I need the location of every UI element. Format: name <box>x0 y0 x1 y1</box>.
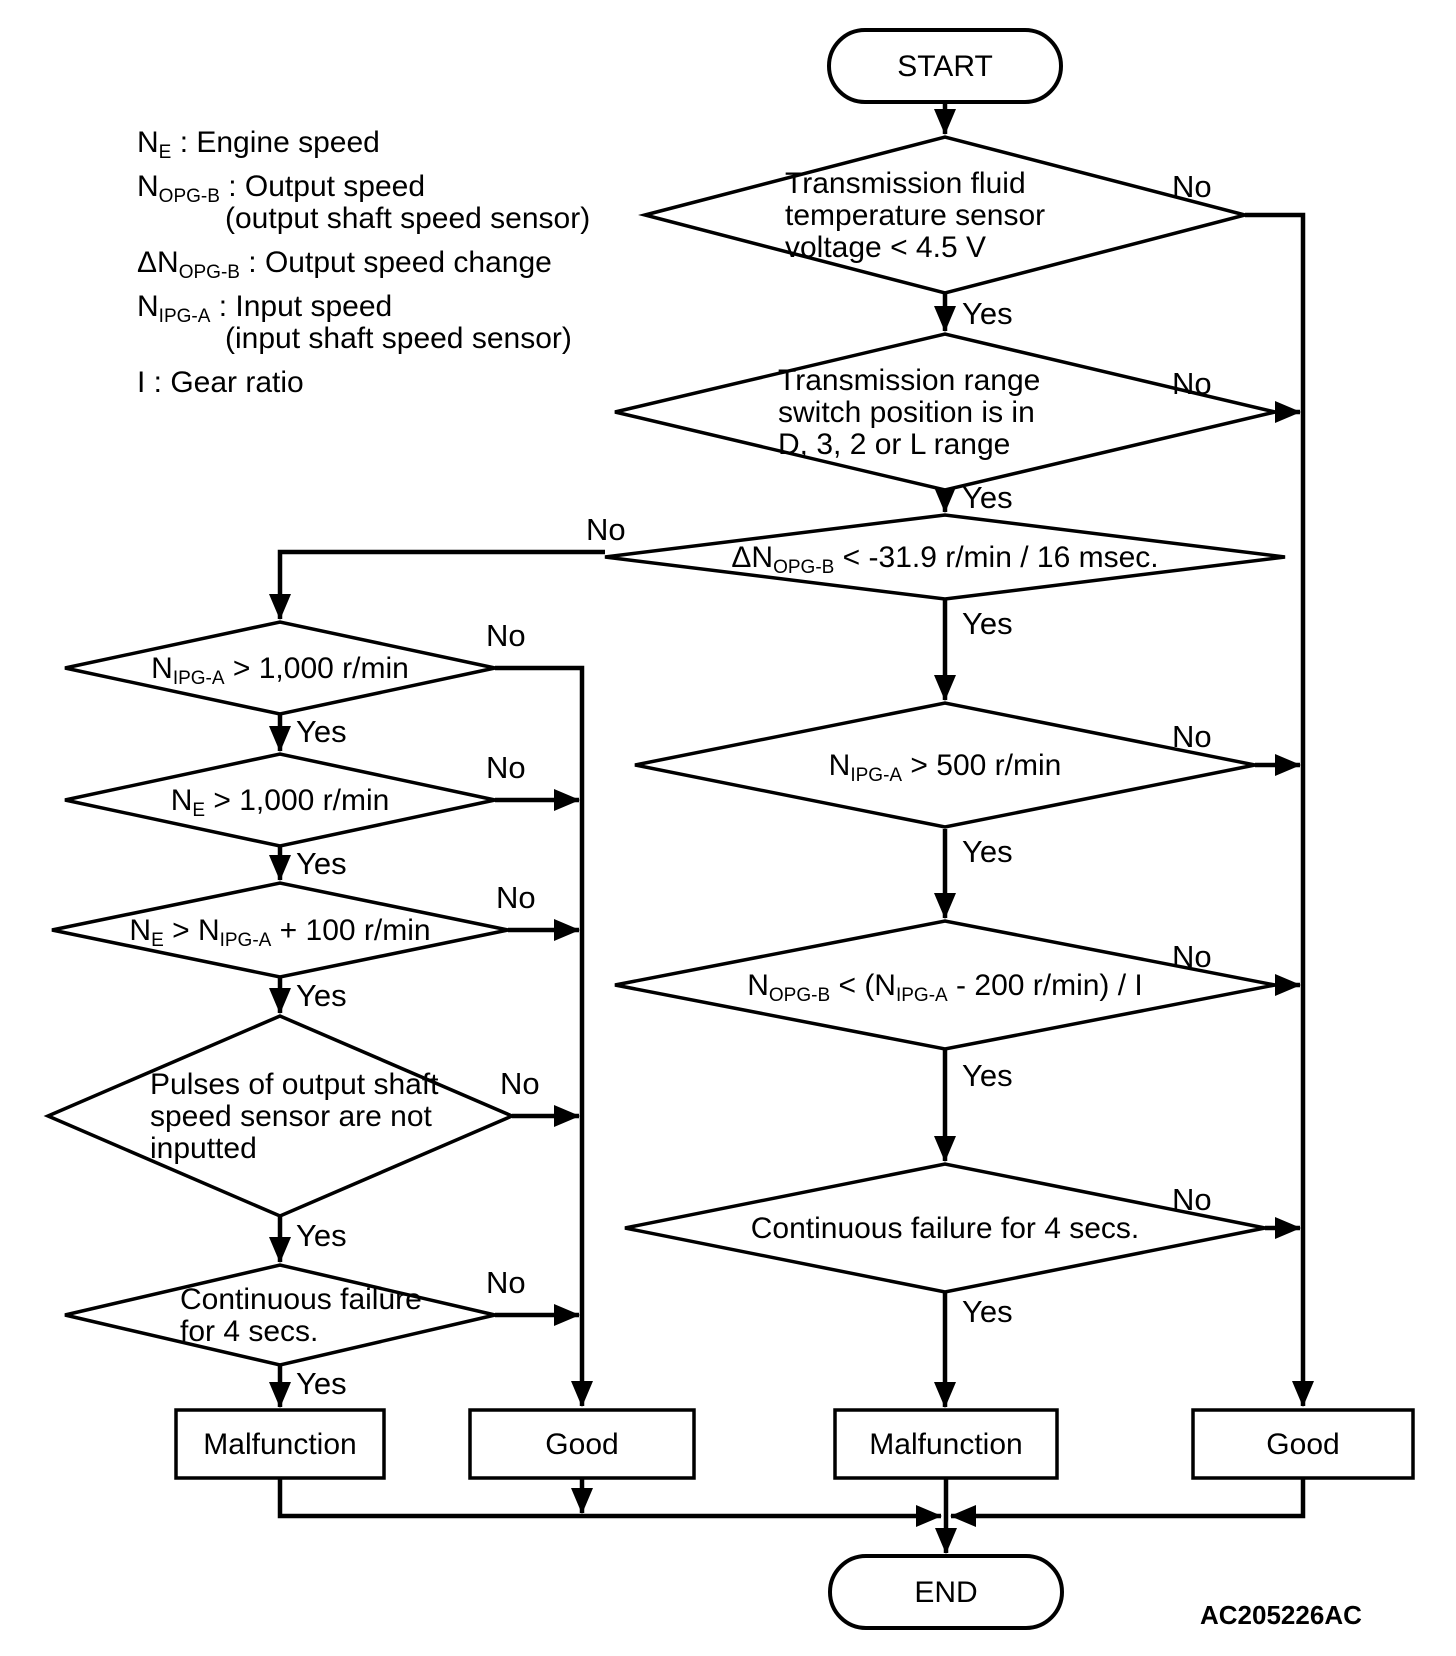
decision-pulses-not-inputted-label: speed sensor are not <box>150 1100 433 1133</box>
decision-continuous-failure-right-diamond <box>624 1162 1266 1294</box>
decision-continuous-failure-left-label: Continuous failure <box>180 1283 422 1316</box>
label-yes-l1: Yes <box>296 714 347 749</box>
decision-input-speed-1000-label: NIPG-A > 1,000 r/min <box>151 652 409 689</box>
decision-engine-vs-input-label: NE > NIPG-A + 100 r/min <box>129 914 430 951</box>
node-result-malfunction-right: Malfunction <box>833 1408 1059 1480</box>
node-result-malfunction-left: Malfunction <box>174 1408 386 1480</box>
decision-range-switch-label: Transmission range <box>778 364 1040 397</box>
decision-pulses-not-inputted-label: inputted <box>150 1132 257 1165</box>
figure-code: AC205226AC <box>1200 1600 1362 1630</box>
decision-input-speed-1000-diamond <box>64 620 496 716</box>
label-no-l2: No <box>486 750 526 785</box>
node-start: START <box>827 28 1063 104</box>
node-end: END <box>828 1554 1064 1630</box>
legend-nopgb: NOPG-B : Output speed <box>137 170 425 207</box>
node-decision-engine-speed-1000: NE > 1,000 r/min <box>64 752 496 848</box>
label-no-d2: No <box>1172 366 1212 401</box>
label-yes-d5: Yes <box>962 1058 1013 1093</box>
edge-l1-no-to-left-bus <box>495 665 593 1407</box>
decision-continuous-failure-left-label: for 4 secs. <box>180 1315 318 1348</box>
connector-lines <box>269 102 1314 1554</box>
edge-d3-no-to-left-branch <box>269 549 605 620</box>
result-malfunction-left-box <box>174 1408 386 1480</box>
end-label: END <box>914 1576 977 1609</box>
label-no-d5: No <box>1172 939 1212 974</box>
label-yes-d1: Yes <box>962 296 1013 331</box>
start-label: START <box>897 50 993 83</box>
node-result-good-left: Good <box>468 1408 696 1480</box>
label-yes-l4: Yes <box>296 1218 347 1253</box>
result-good-left-box <box>468 1408 696 1480</box>
legend-nopgb-2: (output shaft speed sensor) <box>225 202 590 235</box>
result-good-left-label: Good <box>545 1428 618 1461</box>
label-yes-l3: Yes <box>296 978 347 1013</box>
decision-range-switch-diamond <box>614 332 1276 492</box>
label-no-l1: No <box>486 618 526 653</box>
label-yes-d2: Yes <box>962 480 1013 515</box>
node-decision-output-vs-input: NOPG-B < (NIPG-A - 200 r/min) / I <box>614 919 1276 1051</box>
label-no-l3: No <box>496 880 536 915</box>
label-no-d6: No <box>1172 1182 1212 1217</box>
decision-fluid-temp-label: temperature sensor <box>785 199 1045 232</box>
decision-pulses-not-inputted-diamond <box>43 1014 517 1218</box>
result-malfunction-right-label: Malfunction <box>869 1428 1022 1461</box>
label-yes-d4: Yes <box>962 834 1013 869</box>
decision-engine-speed-1000-diamond <box>64 752 496 848</box>
label-yes-d3: Yes <box>962 606 1013 641</box>
decision-range-switch-label: D, 3, 2 or L range <box>778 428 1010 461</box>
decision-engine-speed-1000-label: NE > 1,000 r/min <box>171 784 390 821</box>
edge-d1-no-to-right-bus <box>1245 212 1314 1407</box>
edge-malfunction-left-to-junction <box>277 1478 942 1527</box>
result-malfunction-right-box <box>833 1408 1059 1480</box>
node-decision-input-speed-500: NIPG-A > 500 r/min <box>634 701 1256 829</box>
decision-input-speed-500-diamond <box>634 701 1256 829</box>
edge-good-right-to-junction <box>950 1478 1306 1527</box>
label-no-d1: No <box>1172 169 1212 204</box>
end-box <box>828 1554 1064 1630</box>
label-yes-d6: Yes <box>962 1294 1013 1329</box>
decision-fluid-temp-label: voltage < 4.5 V <box>785 231 986 264</box>
legend-dnopgb: ΔNOPG-B : Output speed change <box>137 246 552 283</box>
decision-continuous-failure-left-diamond <box>64 1263 496 1367</box>
legend-ne: NE : Engine speed <box>137 126 380 163</box>
branch-labels: YesYesYesYesYesYesYesYesYesYesYesNoNoNoN… <box>296 169 1212 1401</box>
legend-gear-ratio: I : Gear ratio <box>137 366 304 399</box>
decision-range-switch-label: switch position is in <box>778 396 1035 429</box>
decision-output-speed-change-label: ΔNOPG-B < -31.9 r/min / 16 msec. <box>731 541 1158 578</box>
label-no-d3: No <box>586 512 626 547</box>
decision-output-vs-input-label: NOPG-B < (NIPG-A - 200 r/min) / I <box>747 969 1143 1006</box>
node-decision-output-speed-change: ΔNOPG-B < -31.9 r/min / 16 msec. <box>604 513 1286 601</box>
node-decision-engine-vs-input: NE > NIPG-A + 100 r/min <box>51 881 509 979</box>
legend-nipga: NIPG-A : Input speed <box>137 290 392 327</box>
decision-pulses-not-inputted-label: Pulses of output shaft <box>150 1068 439 1101</box>
node-result-good-right: Good <box>1191 1408 1415 1480</box>
decision-fluid-temp-diamond <box>638 135 1252 295</box>
start-box <box>827 28 1063 104</box>
label-no-l5: No <box>486 1265 526 1300</box>
label-no-l4: No <box>500 1066 540 1101</box>
label-yes-l2: Yes <box>296 846 347 881</box>
decision-output-speed-change-diamond <box>604 513 1286 601</box>
node-decision-input-speed-1000: NIPG-A > 1,000 r/min <box>64 620 496 716</box>
result-good-right-label: Good <box>1266 1428 1339 1461</box>
label-yes-l5: Yes <box>296 1366 347 1401</box>
node-decision-continuous-failure-right: Continuous failure for 4 secs. <box>624 1162 1266 1294</box>
result-malfunction-left-label: Malfunction <box>203 1428 356 1461</box>
legend-nipga-2: (input shaft speed sensor) <box>225 322 572 355</box>
decision-output-vs-input-diamond <box>614 919 1276 1051</box>
decision-engine-vs-input-diamond <box>51 881 509 979</box>
decision-input-speed-500-label: NIPG-A > 500 r/min <box>829 749 1062 786</box>
label-no-d4: No <box>1172 719 1212 754</box>
result-good-right-box <box>1191 1408 1415 1480</box>
decision-continuous-failure-right-label: Continuous failure for 4 secs. <box>751 1212 1140 1245</box>
decision-fluid-temp-label: Transmission fluid <box>785 167 1026 200</box>
